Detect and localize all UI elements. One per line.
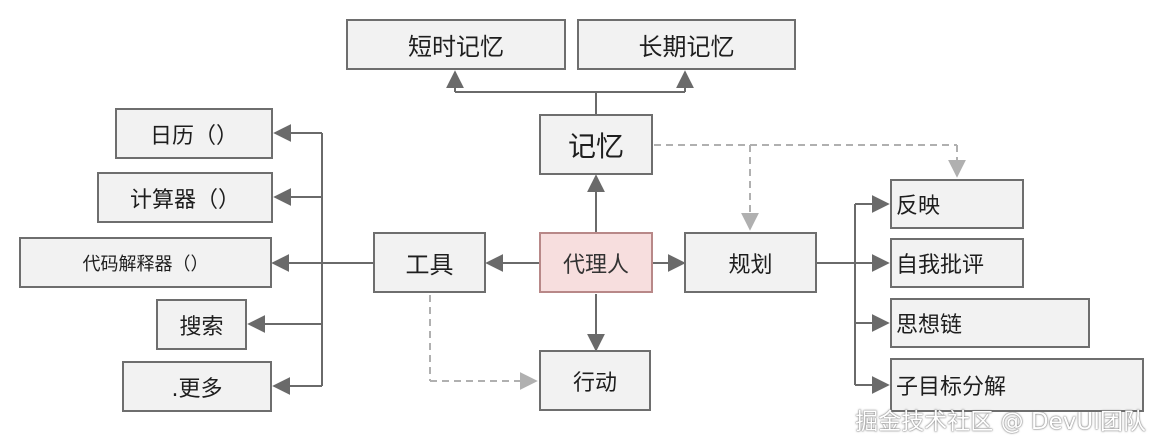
agent-connectors: [485, 174, 686, 352]
subgoal-decomposition-box: 子目标分解: [890, 358, 1144, 412]
calendar-tool-box: 日历（）: [115, 108, 273, 159]
planning-to-methods-connector: [817, 195, 890, 394]
memory-box: 记忆: [539, 114, 653, 175]
self-critique-box: 自我批评: [890, 238, 1024, 288]
watermark-text: 掘金技术社区 @ DevUI团队: [855, 409, 1146, 435]
tools-to-toollist-connector: [247, 124, 373, 395]
search-tool-box: 搜索: [156, 299, 247, 350]
dashed-connectors: [429, 144, 966, 390]
memory-to-memory-types-connector: [446, 70, 694, 114]
reflection-box: 反映: [890, 179, 1024, 229]
long-term-memory-box: 长期记忆: [577, 19, 796, 70]
code-interpreter-tool-box: 代码解释器（）: [19, 237, 272, 288]
planning-box: 规划: [684, 232, 817, 293]
action-box: 行动: [539, 350, 651, 411]
short-term-memory-box: 短时记忆: [346, 19, 566, 70]
tools-box: 工具: [373, 232, 486, 293]
chain-of-thought-box: 思想链: [890, 298, 1090, 348]
calculator-tool-box: 计算器（）: [97, 172, 273, 223]
more-tools-box: .更多: [122, 361, 272, 412]
agent-box: 代理人: [539, 232, 653, 293]
